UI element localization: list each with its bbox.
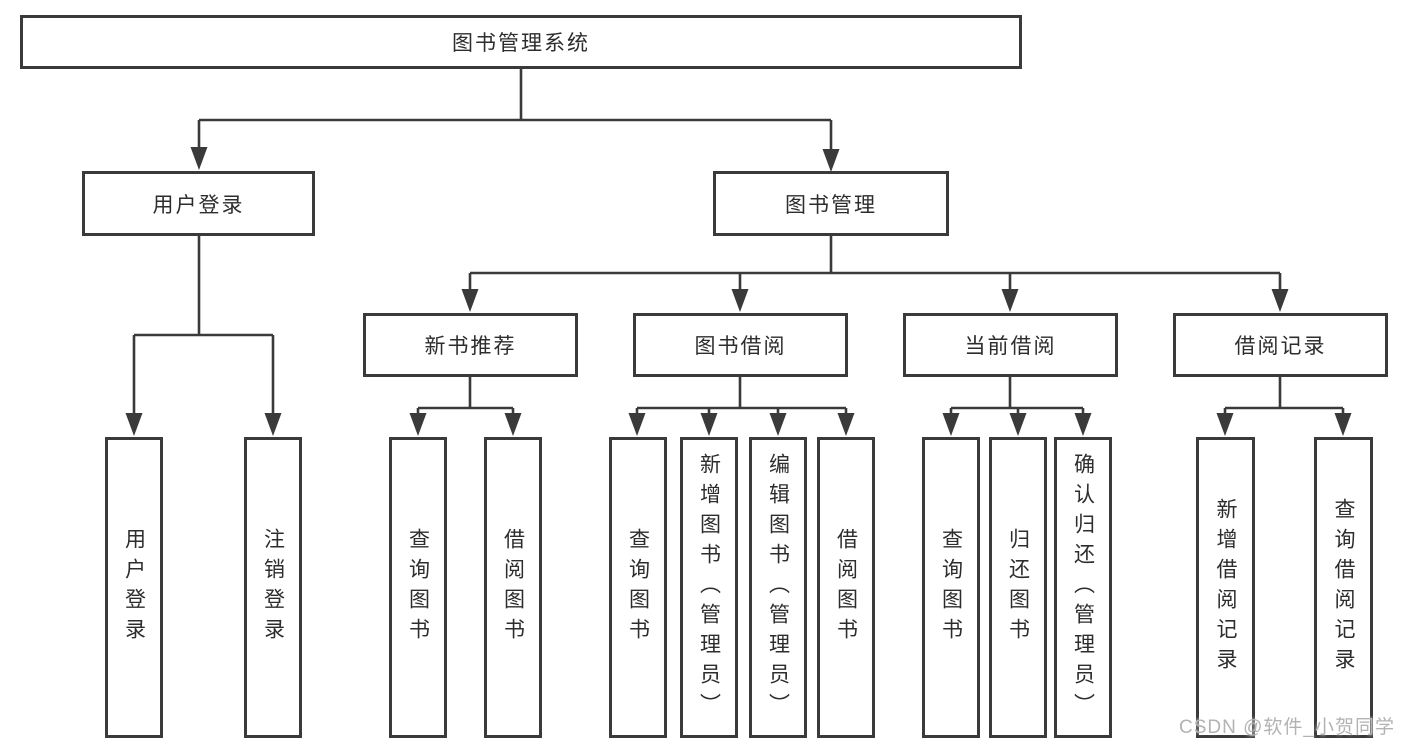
- node-label: 借阅图书: [834, 527, 858, 648]
- node-book-borrowing: 图书借阅: [633, 313, 848, 377]
- leaf-query-borrow-record: 查询借阅记录: [1314, 437, 1373, 738]
- node-label: 新书推荐: [424, 335, 517, 358]
- node-label: 当前借阅: [964, 335, 1057, 358]
- node-label: 查询图书: [939, 527, 963, 648]
- node-label: 查询图书: [406, 527, 430, 648]
- leaf-add-borrow-record: 新增借阅记录: [1196, 437, 1255, 738]
- node-label: 归还图书: [1006, 527, 1030, 648]
- node-book-management: 图书管理: [713, 171, 949, 236]
- leaf-borrow-books-recommend: 借阅图书: [484, 437, 542, 738]
- node-label: 编辑图书（管理员）: [766, 452, 790, 723]
- leaf-query-books-borrowing: 查询图书: [609, 437, 667, 738]
- node-label: 新增借阅记录: [1214, 497, 1237, 678]
- leaf-query-books-recommend: 查询图书: [389, 437, 447, 738]
- node-label: 用户登录: [152, 193, 245, 217]
- node-new-book-recommend: 新书推荐: [363, 313, 578, 377]
- node-label: 借阅图书: [501, 527, 525, 648]
- leaf-query-books-current: 查询图书: [922, 437, 980, 738]
- node-library-management-system: 图书管理系统: [20, 15, 1022, 69]
- node-label: 借阅记录: [1234, 335, 1327, 358]
- node-label: 查询图书: [626, 527, 650, 648]
- leaf-add-books-admin: 新增图书（管理员）: [680, 437, 738, 738]
- leaf-confirm-return-admin: 确认归还（管理员）: [1054, 437, 1112, 738]
- leaf-user-login: 用户登录: [105, 437, 163, 738]
- node-label: 新增图书（管理员）: [697, 452, 721, 723]
- node-borrowing-records: 借阅记录: [1173, 313, 1388, 377]
- csdn-watermark: CSDN @软件_小贺同学: [1179, 717, 1395, 738]
- leaf-logout: 注销登录: [244, 437, 302, 738]
- node-label: 图书管理系统: [452, 32, 590, 55]
- node-user-login: 用户登录: [82, 171, 315, 236]
- leaf-borrow-books: 借阅图书: [817, 437, 875, 738]
- node-label: 确认归还（管理员）: [1071, 452, 1095, 723]
- node-label: 注销登录: [261, 527, 285, 648]
- node-current-borrowing: 当前借阅: [903, 313, 1118, 377]
- arrowheads: [125, 147, 1352, 436]
- leaf-edit-books-admin: 编辑图书（管理员）: [749, 437, 807, 738]
- node-label: 图书借阅: [694, 335, 787, 358]
- node-label: 图书管理: [785, 193, 877, 217]
- node-label: 用户登录: [122, 527, 146, 648]
- leaf-return-books: 归还图书: [989, 437, 1047, 738]
- node-label: 查询借阅记录: [1332, 497, 1355, 678]
